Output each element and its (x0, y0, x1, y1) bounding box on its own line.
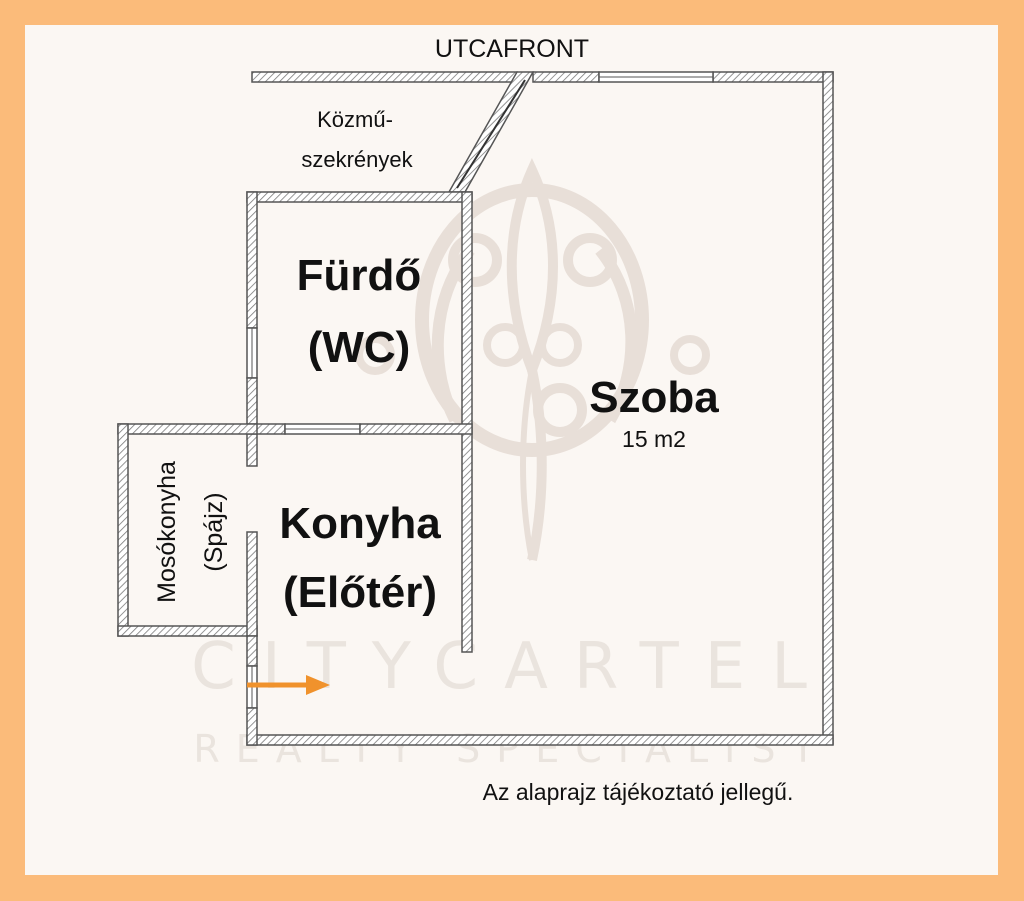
floor-plan: CITYCARTEL REALTY SPECIALIST (117, 35, 834, 805)
bathroom-sublabel: (WC) (308, 323, 411, 372)
utility-cabinets-label-2: szekrények (301, 147, 413, 172)
bathroom-top-wall (246, 191, 473, 203)
disclaimer: Az alaprajz tájékoztató jellegű. (483, 779, 794, 805)
right-wall (822, 71, 834, 745)
scullery-right-wall (246, 531, 258, 637)
watermark-logo: CITYCARTEL REALTY SPECIALIST (191, 157, 833, 771)
floor-plan-canvas: CITYCARTEL REALTY SPECIALIST (25, 25, 998, 875)
room-label: Szoba (589, 373, 719, 422)
partition-wall (461, 191, 473, 653)
watermark-wordmark: CITYCARTEL (191, 630, 833, 704)
street-front-label: UTCAFRONT (435, 35, 589, 63)
scullery-label: Mosókonyha (153, 461, 181, 603)
entrance-wall-lower (246, 707, 258, 746)
bathroom-label: Fürdő (297, 251, 422, 300)
scullery-left-wall (117, 423, 129, 637)
diagonal-wall (447, 71, 535, 193)
bottom-wall (246, 734, 834, 746)
kitchen-sublabel: (Előtér) (283, 568, 437, 617)
street-wall-right (712, 71, 834, 83)
scullery-top-wall (117, 423, 258, 435)
street-wall-left (251, 71, 518, 83)
scullery-sublabel: (Spájz) (200, 492, 228, 571)
street-wall-mid (532, 71, 600, 83)
right-arrow-icon (247, 675, 330, 695)
bathroom-bottom-wall-right (359, 423, 473, 435)
bathroom-left-wall-upper (246, 191, 258, 329)
bathroom-left-wall-lower (246, 377, 258, 467)
entrance-wall-upper (246, 635, 258, 667)
street-window (598, 71, 714, 83)
watermark-tagline: REALTY SPECIALIST (193, 727, 830, 771)
kitchen-label: Konyha (279, 499, 441, 548)
utility-cabinets-label-1: Közmű- (317, 107, 393, 132)
walls (117, 71, 834, 746)
scullery-bottom-wall (117, 625, 258, 637)
room-area: 15 m2 (622, 426, 686, 452)
